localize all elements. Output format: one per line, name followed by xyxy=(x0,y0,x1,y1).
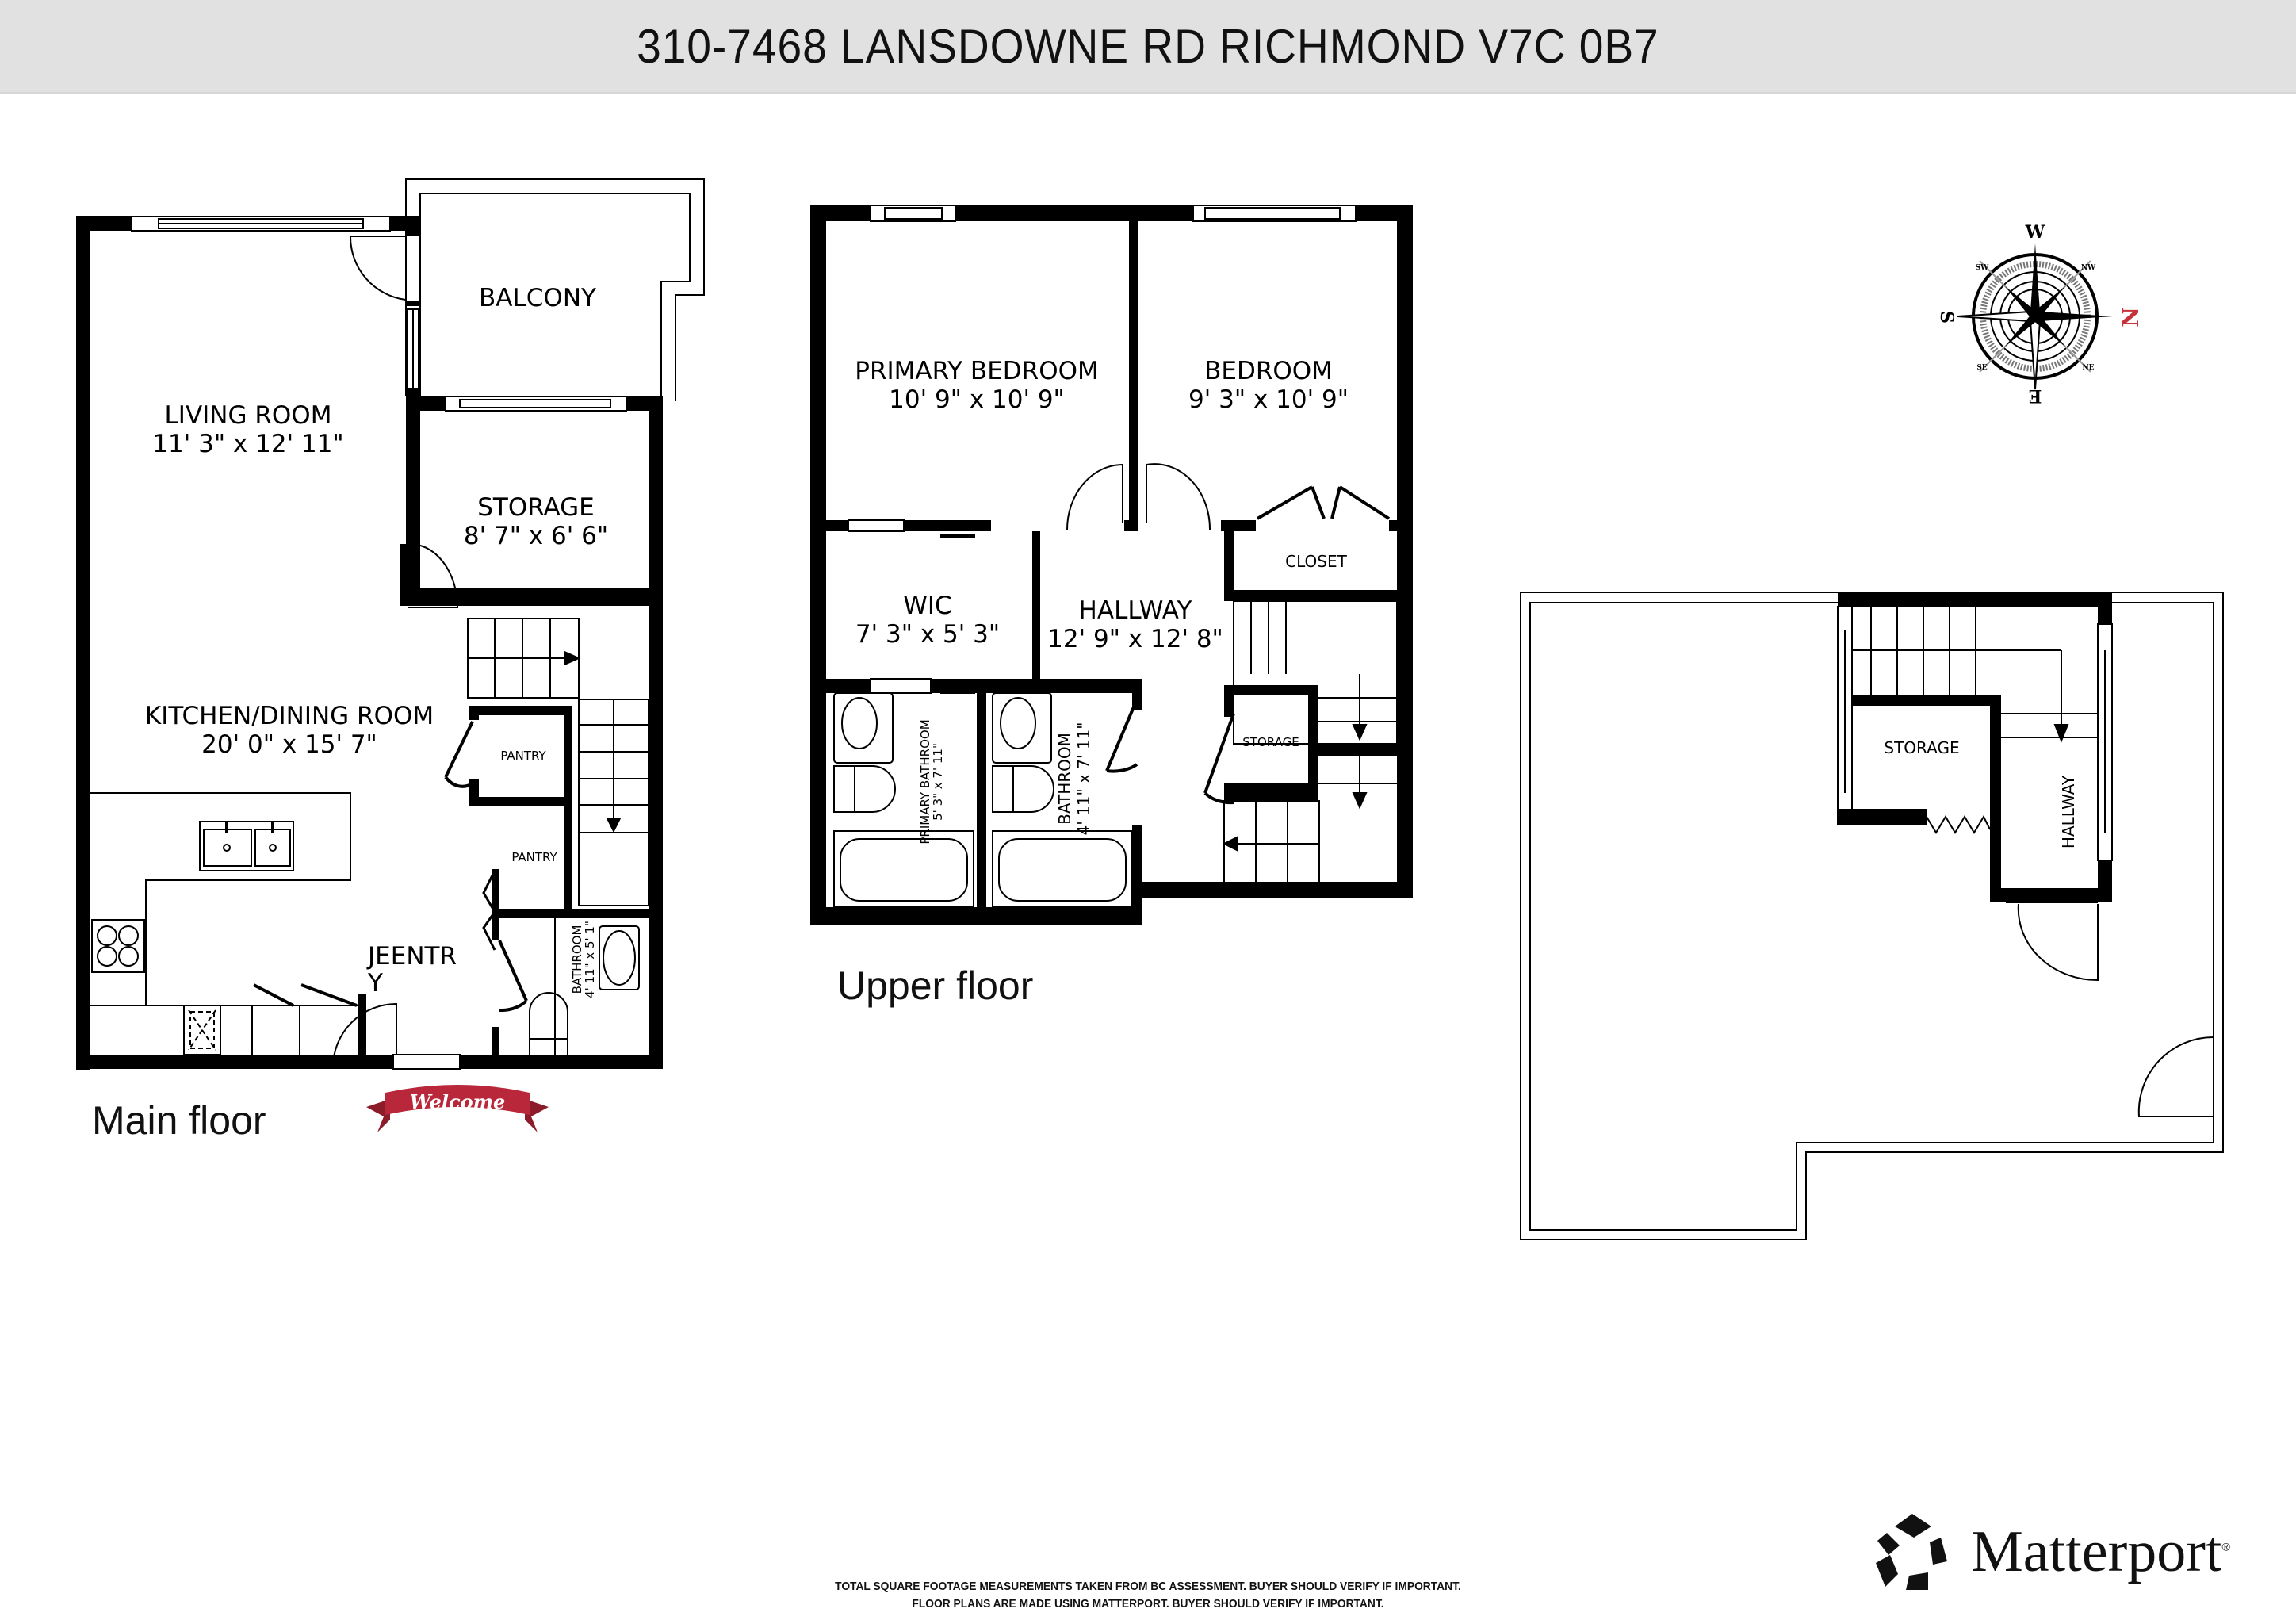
roof-storage-bifold xyxy=(1926,814,1991,834)
roof-storage-label: STORAGE xyxy=(1884,738,1959,757)
welcome-mat-ribbon: Welcome xyxy=(366,1085,549,1132)
main-floor xyxy=(76,178,705,1070)
main-floor-walls xyxy=(76,216,663,1070)
balcony-door-swing xyxy=(349,236,407,301)
living-room-label: LIVING ROOM xyxy=(165,401,332,430)
main-bathroom-fixtures xyxy=(498,918,640,1055)
hallway-dims: 12' 9" x 12' 8" xyxy=(1047,625,1223,653)
upper-floor-walls xyxy=(810,205,1413,925)
hallway-label: HALLWAY xyxy=(1079,596,1192,625)
storage-door-swing xyxy=(408,542,459,608)
upper-bathroom-dims: 4' 11" x 7' 11" xyxy=(1074,722,1093,835)
svg-text:NE: NE xyxy=(2082,364,2094,372)
bedroom-dims: 9' 3" x 10' 9" xyxy=(1188,385,1349,414)
upper-stairs xyxy=(1222,600,1398,884)
pantry-1-door xyxy=(444,721,474,788)
roof-level xyxy=(1520,592,2224,1240)
upper-storage-label: STORAGE xyxy=(1242,735,1299,749)
roof-hallway-label: HALLWAY xyxy=(2059,775,2078,848)
main-floor-caption: Main floor xyxy=(92,1098,266,1143)
roof-hallway-door xyxy=(2006,902,2099,982)
roof-deck-outline-outer xyxy=(1520,592,2224,1240)
matterport-logo: Matterport® xyxy=(1871,1511,2230,1593)
primary-bedroom-door xyxy=(1066,463,1123,530)
upper-storage-door xyxy=(1203,713,1235,805)
svg-text:SE: SE xyxy=(1976,364,1987,372)
main-floor-labels: BALCONY LIVING ROOM 11' 3" x 12' 11" STO… xyxy=(145,284,608,998)
upper-windows xyxy=(848,205,1357,694)
kitchen-label: KITCHEN/DINING ROOM xyxy=(145,702,434,730)
pantry-2-label: PANTRY xyxy=(511,850,557,864)
header-banner: 310-7468 LANSDOWNE RD RICHMOND V7C 0B7 xyxy=(0,0,2296,94)
property-address: 310-7468 LANSDOWNE RD RICHMOND V7C 0B7 xyxy=(637,19,1659,73)
roof-labels: STORAGE HALLWAY xyxy=(1884,738,2078,848)
storage-dims: 8' 7" x 6' 6" xyxy=(464,522,608,550)
svg-text:SW: SW xyxy=(1976,264,1989,272)
upper-floor-caption: Upper floor xyxy=(837,963,1034,1008)
svg-text:N: N xyxy=(2118,307,2144,327)
wic-dims: 7' 3" x 5' 3" xyxy=(855,620,1000,649)
balcony-label: BALCONY xyxy=(479,284,596,312)
primary-bathroom-dims: 5' 3" x 7' 11" xyxy=(931,743,945,821)
main-stairs xyxy=(467,618,649,906)
lower-counter xyxy=(146,983,358,1055)
roof-windows xyxy=(1837,606,2113,861)
pantry-1-label: PANTRY xyxy=(500,749,546,763)
roof-deck-door xyxy=(2137,1036,2214,1117)
bathroom-door xyxy=(1105,699,1138,773)
svg-text:NW: NW xyxy=(2081,264,2096,272)
primary-bedroom-dims: 10' 9" x 10' 9" xyxy=(889,385,1065,414)
upper-bathroom-label: BATHROOM xyxy=(1055,733,1074,825)
upper-bath-fixtures xyxy=(833,692,1133,908)
main-bathroom-dims: 4' 11" x 5' 1" xyxy=(583,921,597,998)
compass-labels: W E S N SW NW SE NE xyxy=(1936,222,2144,406)
disclaimer-line-1: TOTAL SQUARE FOOTAGE MEASUREMENTS TAKEN … xyxy=(835,1580,1461,1593)
kitchen-island xyxy=(90,792,351,1006)
entry-door-swing xyxy=(332,1002,397,1069)
upper-floor-labels: PRIMARY BEDROOM 10' 9" x 10' 9" BEDROOM … xyxy=(855,357,1349,845)
wic-label: WIC xyxy=(903,592,951,620)
primary-bathroom-label: PRIMARY BATHROOM xyxy=(918,719,932,844)
cooktop-icon xyxy=(91,919,145,973)
main-bathroom-label: BATHROOM xyxy=(570,925,584,994)
svg-text:Welcome: Welcome xyxy=(410,1090,506,1113)
roof-stairs xyxy=(1852,607,2098,743)
upper-floor xyxy=(810,205,1413,925)
roof-walls xyxy=(1838,592,2112,902)
matterport-mark-icon xyxy=(1876,1514,1947,1590)
pantry-2-door xyxy=(482,870,496,951)
entry-label-line2: Y xyxy=(367,969,383,998)
storage-window xyxy=(445,396,627,412)
disclaimer-line-2: FLOOR PLANS ARE MADE USING MATTERPORT. B… xyxy=(912,1597,1384,1611)
svg-text:E: E xyxy=(2029,385,2042,406)
roof-deck-outline-inner xyxy=(1529,602,2214,1231)
svg-text:W: W xyxy=(2025,222,2045,243)
bedroom-label: BEDROOM xyxy=(1204,357,1333,385)
living-room-dims: 11' 3" x 12' 11" xyxy=(152,430,343,458)
disclaimer: TOTAL SQUARE FOOTAGE MEASUREMENTS TAKEN … xyxy=(92,1578,2204,1613)
kitchen-dims: 20' 0" x 15' 7" xyxy=(201,730,377,759)
balcony-side-window xyxy=(407,308,419,389)
compass-rose-icon xyxy=(1957,243,2113,390)
entry-label-line1: JEENTR xyxy=(366,942,457,971)
storage-label: STORAGE xyxy=(477,493,595,522)
bedroom-door xyxy=(1146,463,1211,530)
closet-label: CLOSET xyxy=(1285,552,1347,571)
brand-name: Matterport® xyxy=(1971,1519,2230,1584)
primary-bedroom-label: PRIMARY BEDROOM xyxy=(855,357,1099,385)
svg-text:S: S xyxy=(1936,311,1957,324)
living-room-window xyxy=(131,216,391,232)
closet-bifold-door xyxy=(1256,485,1391,520)
